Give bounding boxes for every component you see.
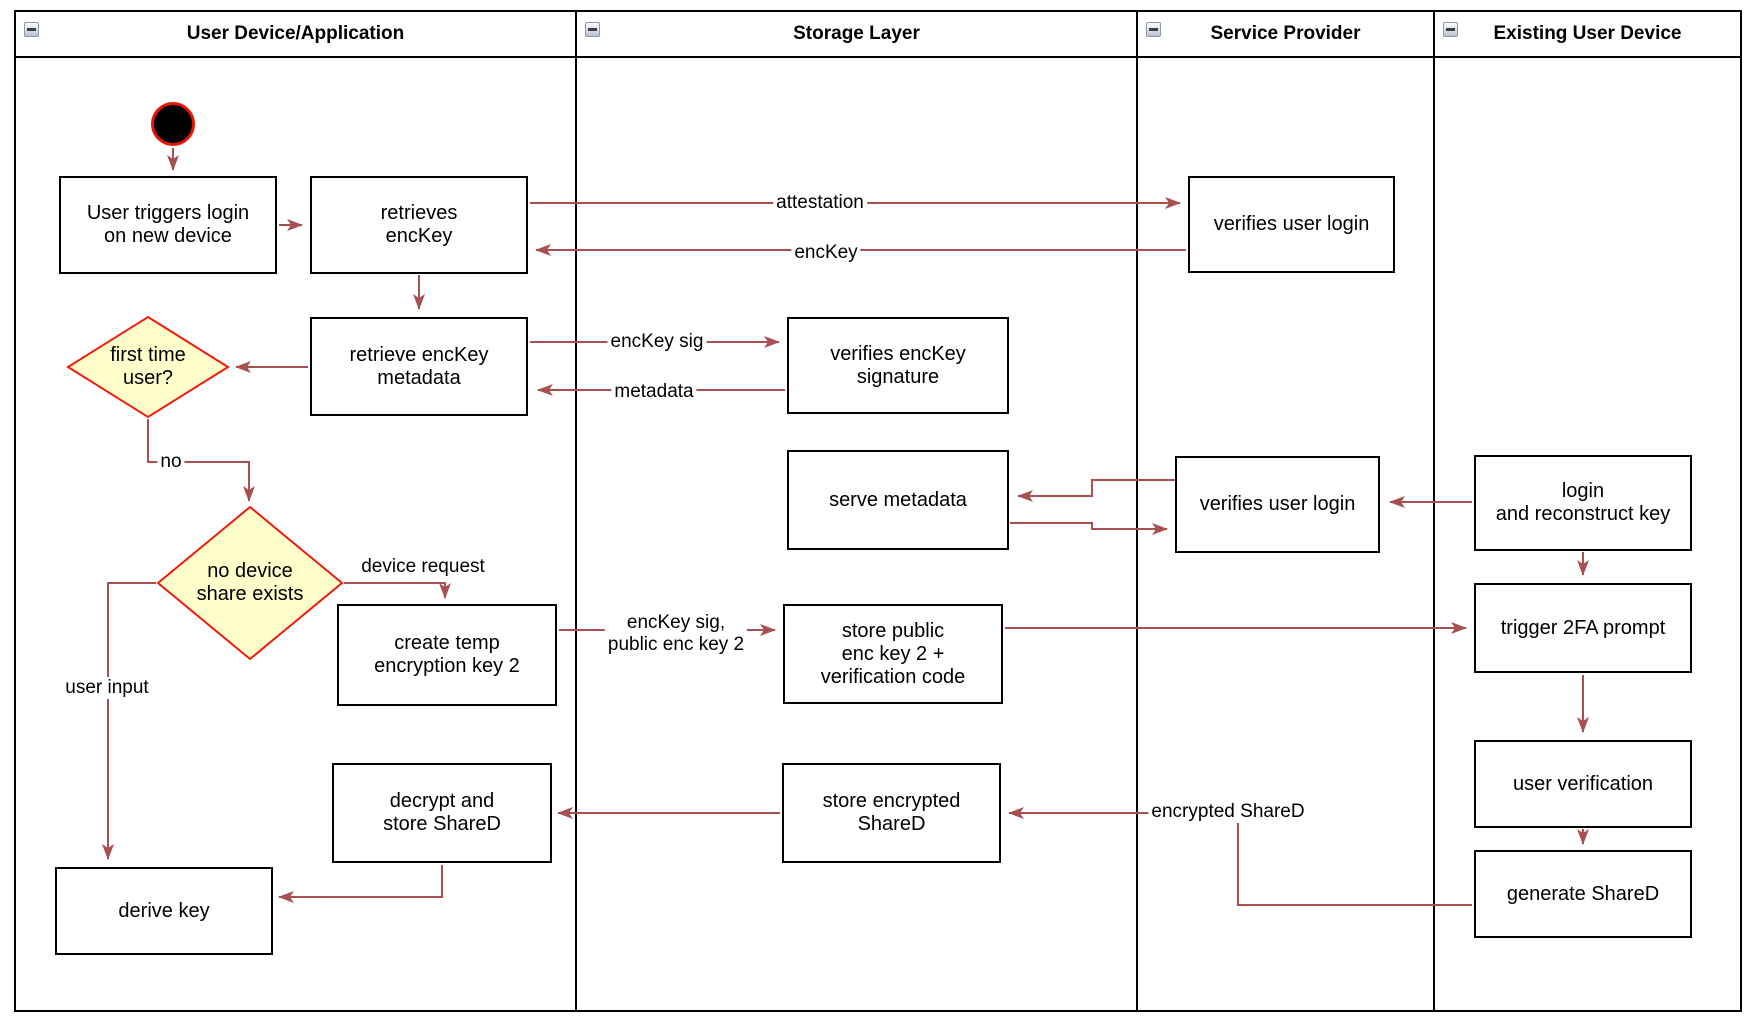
node-verifies-user-login-1[interactable]: verifies user login <box>1188 176 1395 273</box>
edge-label-metadata: metadata <box>611 381 697 403</box>
lane-title: Storage Layer <box>793 23 920 44</box>
lane-divider <box>575 10 577 1012</box>
node-label: create temp encryption key 2 <box>374 632 520 677</box>
node-label: verifies encKey signature <box>830 342 966 388</box>
node-verifies-enckey-signature[interactable]: verifies encKey signature <box>787 317 1009 414</box>
node-label: decrypt and store ShareD <box>383 790 501 835</box>
node-label: store public enc key 2 + verification co… <box>820 619 966 688</box>
node-store-encrypted-shared[interactable]: store encrypted ShareD <box>782 763 1001 863</box>
node-user-triggers-login[interactable]: User triggers login on new device <box>59 176 277 274</box>
node-label: generate ShareD <box>1506 882 1660 905</box>
start-node[interactable] <box>151 102 195 146</box>
lane-header-existing-user-device: Existing User Device <box>1435 12 1740 56</box>
decision-label-first-time-user: first time user? <box>110 344 186 389</box>
edge-label-enckey-sig: encKey sig <box>607 331 707 353</box>
node-store-public-key[interactable]: store public enc key 2 + verification co… <box>783 604 1003 704</box>
node-retrieves-enckey[interactable]: retrieves encKey <box>310 176 528 274</box>
edge-label-attestation: attestation <box>773 192 867 214</box>
edge-label-enckey: encKey <box>791 242 861 264</box>
collapse-minus-icon[interactable] <box>24 22 39 37</box>
edge-device-request <box>344 582 451 599</box>
node-label: verifies user login <box>1199 493 1356 515</box>
node-label: retrieves encKey <box>380 202 458 247</box>
node-verifies-user-login-2[interactable]: verifies user login <box>1175 456 1380 553</box>
node-login-reconstruct-key[interactable]: login and reconstruct key <box>1474 455 1692 551</box>
edge-no-branch <box>147 419 255 502</box>
collapse-minus-icon[interactable] <box>585 22 600 37</box>
lane-header-user-device: User Device/Application <box>16 12 575 56</box>
edge-serve-to-verifies <box>1010 522 1168 535</box>
node-label: derive key <box>118 899 210 922</box>
node-label: retrieve encKey metadata <box>349 343 489 389</box>
node-label: verifies user login <box>1213 213 1370 235</box>
lane-divider <box>1136 10 1138 1012</box>
decision-label-no-device-share: no device share exists <box>196 560 304 605</box>
node-generate-shared[interactable]: generate ShareD <box>1474 850 1692 938</box>
node-retrieve-enckey-metadata[interactable]: retrieve encKey metadata <box>310 317 528 416</box>
lane-title: Existing User Device <box>1493 23 1682 44</box>
decision-no-device-share[interactable] <box>156 505 344 661</box>
node-label: user verification <box>1512 772 1654 795</box>
node-label: login and reconstruct key <box>1495 480 1671 525</box>
node-serve-metadata[interactable]: serve metadata <box>787 450 1009 550</box>
edge-label-enckey-sig-public: encKey sig, public enc key 2 <box>604 612 748 656</box>
node-decrypt-store-shared[interactable]: decrypt and store ShareD <box>332 763 552 863</box>
node-label: User triggers login on new device <box>86 202 250 247</box>
node-label: trigger 2FA prompt <box>1500 616 1666 639</box>
collapse-minus-icon[interactable] <box>1146 22 1161 37</box>
node-user-verification[interactable]: user verification <box>1474 740 1692 828</box>
lane-title: User Device/Application <box>186 23 405 44</box>
node-trigger-2fa[interactable]: trigger 2FA prompt <box>1474 583 1692 673</box>
lane-divider <box>1433 10 1435 1012</box>
node-label: store encrypted ShareD <box>822 790 961 835</box>
header-divider <box>14 56 1742 58</box>
edge-label-no: no <box>157 451 185 473</box>
edge-decrypt-to-derive <box>278 865 443 903</box>
edge-encrypted-shared <box>1008 807 1472 906</box>
edge-label-encrypted-shared: encrypted ShareD <box>1148 801 1308 823</box>
edge-label-user-input: user input <box>62 677 152 699</box>
collapse-minus-icon[interactable] <box>1443 22 1458 37</box>
node-derive-key[interactable]: derive key <box>55 867 273 955</box>
edge-label-device-request: device request <box>358 556 488 578</box>
lane-header-service-provider: Service Provider <box>1138 12 1433 56</box>
edge-verifies-to-serve <box>1017 479 1175 502</box>
lane-header-storage-layer: Storage Layer <box>577 12 1136 56</box>
lane-title: Service Provider <box>1210 23 1361 44</box>
decision-first-time-user[interactable] <box>66 315 230 419</box>
node-create-temp-key[interactable]: create temp encryption key 2 <box>337 604 557 706</box>
edge-user-input <box>102 582 156 860</box>
node-label: serve metadata <box>829 488 967 511</box>
